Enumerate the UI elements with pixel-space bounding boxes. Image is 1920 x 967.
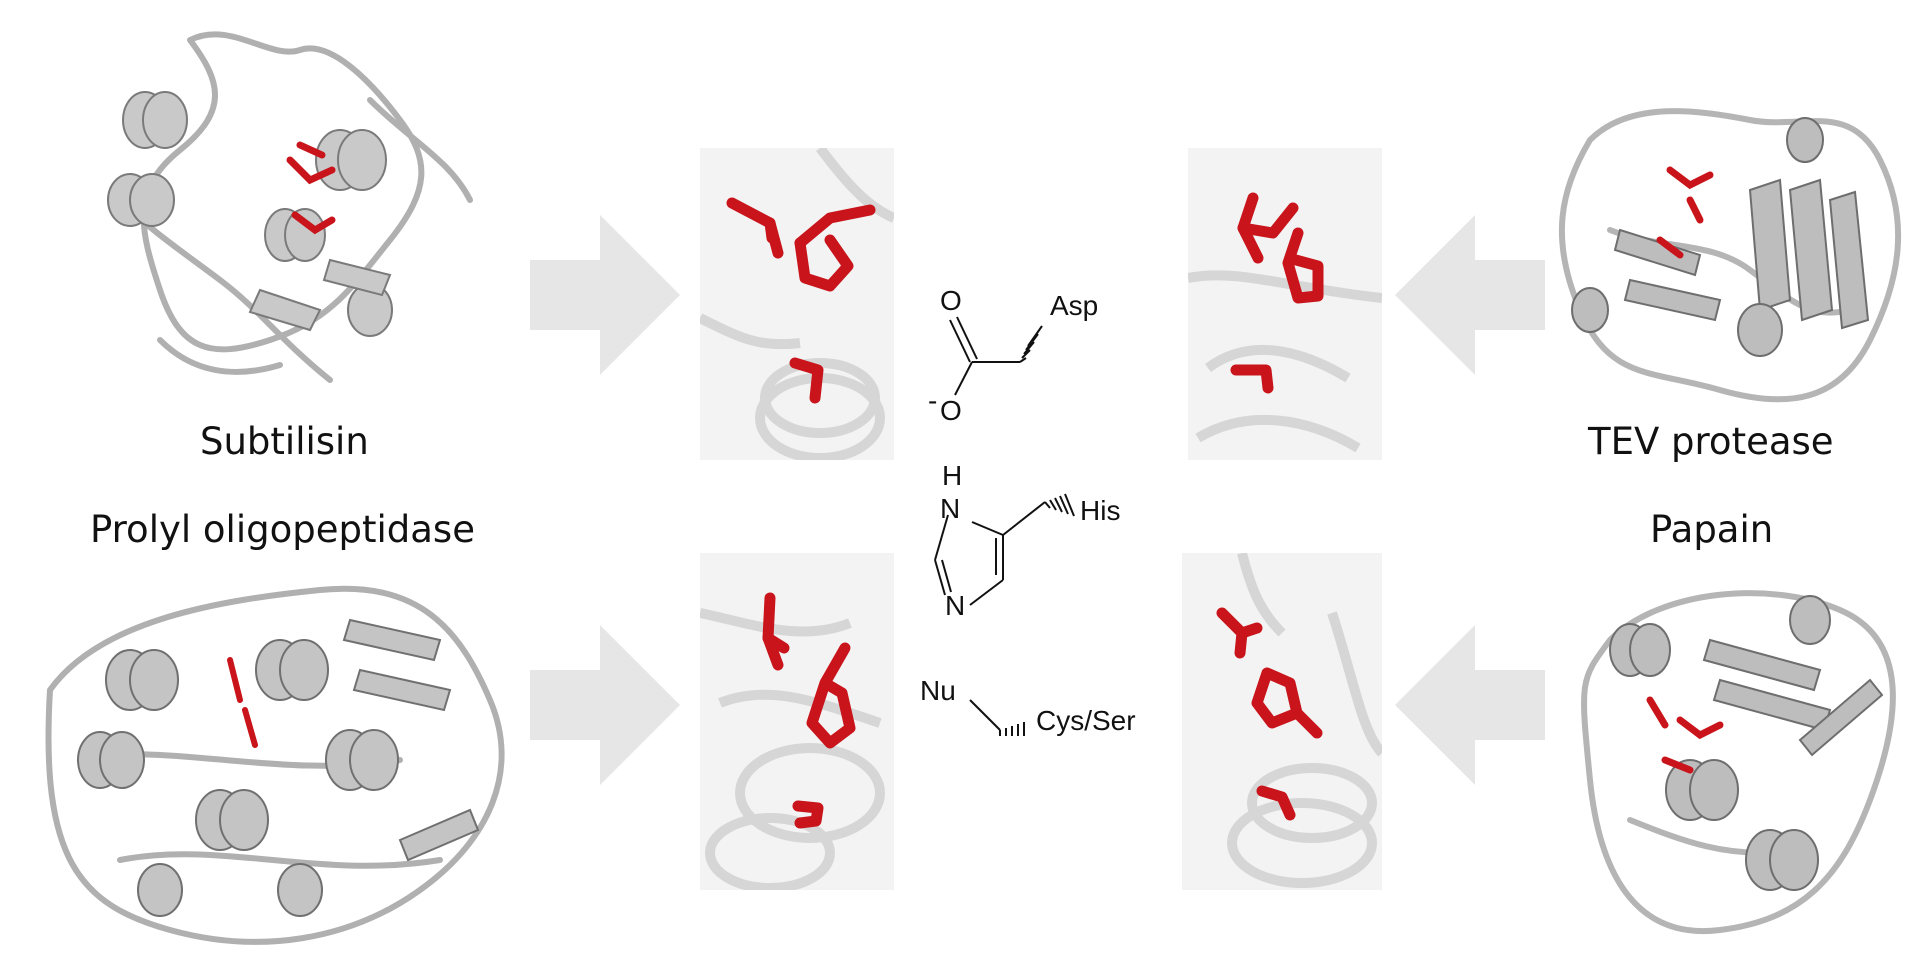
arrow-right-bottom: [530, 625, 680, 785]
active-site-panel-top-right: [1188, 148, 1382, 460]
arrow-left-top: [1395, 215, 1545, 375]
asp-oxygen-top: O: [940, 285, 962, 316]
his-nitrogen-h: N: [940, 493, 960, 524]
prolyl-oligopeptidase-structure: [20, 560, 510, 955]
prolyl-oligopeptidase-label: Prolyl oligopeptidase: [90, 508, 475, 551]
papain-label: Papain: [1650, 508, 1774, 551]
tev-protease-structure: [1550, 80, 1910, 415]
his-label: His: [1080, 495, 1120, 526]
arrow-right-top: [530, 215, 680, 375]
his-nitrogen: N: [945, 590, 965, 621]
catalytic-triad-chemistry: O O - Asp H N N His Nu: [900, 270, 1180, 750]
nucleophile-label: Nu: [920, 675, 956, 706]
subtilisin-structure: [70, 20, 490, 415]
asp-oxygen-minus: O: [940, 395, 962, 426]
active-site-panel-bottom-left: [700, 553, 894, 890]
cys-ser-label: Cys/Ser: [1036, 705, 1136, 736]
papain-structure: [1570, 560, 1910, 955]
subtilisin-label: Subtilisin: [200, 420, 369, 463]
his-hydrogen: H: [942, 460, 962, 491]
tev-protease-label: TEV protease: [1588, 420, 1834, 463]
active-site-panel-bottom-right: [1182, 553, 1382, 890]
asp-charge: -: [928, 385, 937, 416]
arrow-left-bottom: [1395, 625, 1545, 785]
active-site-panel-top-left: [700, 148, 894, 460]
asp-label: Asp: [1050, 290, 1098, 321]
